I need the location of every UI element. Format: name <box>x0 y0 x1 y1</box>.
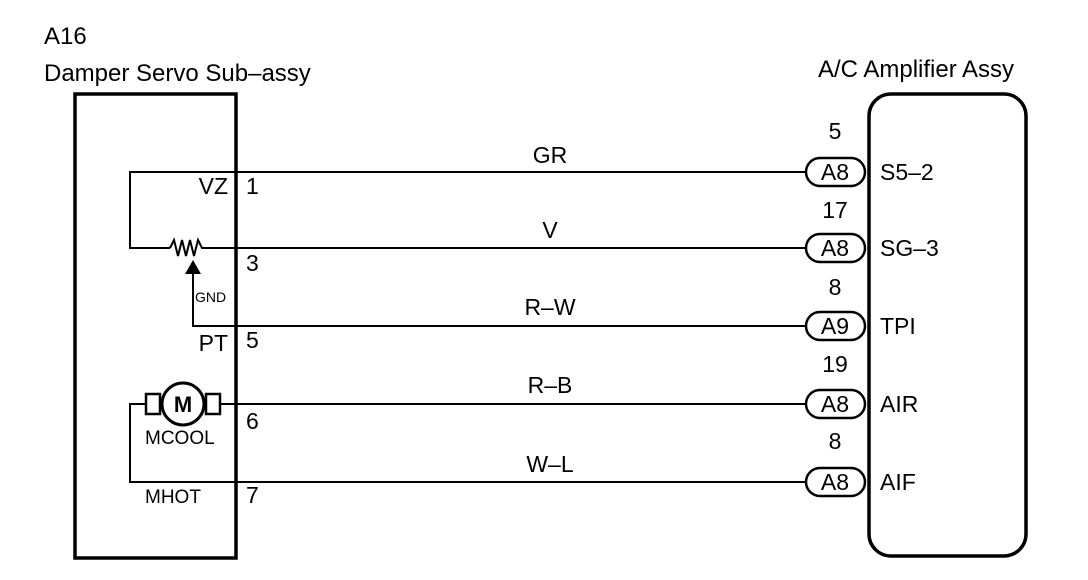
motor-circuit: M MCOOL <box>129 381 236 483</box>
connector-id: A9 <box>821 313 849 339</box>
connector-pill <box>804 310 867 342</box>
connector-pin-number: 17 <box>822 197 848 223</box>
gnd-label: GND <box>195 289 226 305</box>
motor-brush-left <box>144 392 162 416</box>
pin-name-mhot: MHOT <box>145 487 201 508</box>
wire-color-label: R–B <box>528 372 573 398</box>
pin-num-3: 3 <box>246 250 259 276</box>
pin-name-pt: PT <box>199 330 228 356</box>
wire-color-label: GR <box>533 142 568 168</box>
terminal-name: AIR <box>880 391 918 417</box>
pin-num-6: 6 <box>246 408 259 434</box>
motor-letter: M <box>174 392 192 417</box>
connector-pill <box>804 466 867 498</box>
right-component-name: A/C Amplifier Assy <box>818 56 1014 83</box>
terminal-name: TPI <box>880 313 916 339</box>
terminal-name: AIF <box>880 469 916 495</box>
connector-id: A8 <box>821 469 849 495</box>
terminal-name: S5–2 <box>880 159 934 185</box>
wire-color-label: W–L <box>526 451 574 477</box>
mcool-label: MCOOL <box>145 428 215 449</box>
connector-pill <box>804 388 867 420</box>
potentiometer-circuit: GND <box>129 171 236 327</box>
left-component-name: Damper Servo Sub–assy <box>44 60 311 87</box>
connector-pin-number: 19 <box>822 351 848 377</box>
wiper-arrow <box>185 260 201 274</box>
resistor-symbol <box>169 237 236 257</box>
connector-pill <box>804 156 867 188</box>
connector-id: A8 <box>821 235 849 261</box>
pin-num-5: 5 <box>246 327 259 353</box>
connector-id: A8 <box>821 159 849 185</box>
amplifier-box <box>867 92 1028 558</box>
wire-color-label: R–W <box>524 294 575 320</box>
connector-pills <box>804 156 867 498</box>
left-component-id: A16 <box>44 23 87 50</box>
motor-brush-right <box>204 392 222 416</box>
pin-name-vz: VZ <box>199 173 228 199</box>
connector-pin-number: 8 <box>829 428 842 454</box>
wire-color-label: V <box>542 217 558 243</box>
wiper-line <box>192 272 236 327</box>
connector-pin-number: 8 <box>829 274 842 300</box>
connector-pin-number: 5 <box>829 118 842 144</box>
pin-num-1: 1 <box>246 173 259 199</box>
motor-icon <box>160 381 206 427</box>
terminal-name: SG–3 <box>880 235 939 261</box>
connector-id: A8 <box>821 391 849 417</box>
connector-pill <box>804 232 867 264</box>
pin-num-7: 7 <box>246 482 259 508</box>
